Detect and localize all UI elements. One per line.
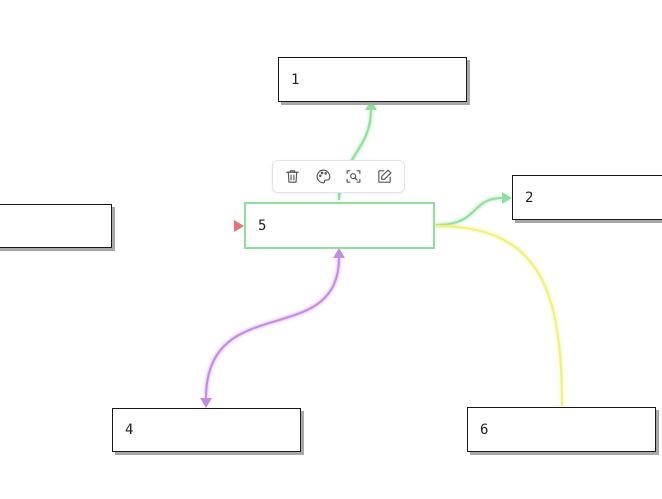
edge-5-to-4[interactable]: [205, 257, 340, 399]
edge-5-to-4-arrowhead-bottom: [200, 398, 212, 408]
trash-icon: [286, 170, 299, 183]
node-label: 2: [525, 189, 534, 206]
node-1[interactable]: 1: [278, 57, 467, 102]
node-6[interactable]: 6: [467, 407, 656, 452]
edge-5-to-2-arrowhead: [502, 192, 512, 204]
node-5-selected[interactable]: 5: [244, 202, 435, 249]
edge-5-to-4-arrowhead-top: [333, 248, 345, 258]
edge-5-to-2[interactable]: [435, 197, 503, 226]
color-button[interactable]: [310, 164, 336, 190]
node-label: 1: [291, 71, 300, 88]
focus-button[interactable]: [341, 164, 367, 190]
node-4[interactable]: 4: [112, 408, 301, 452]
palette-icon: [316, 169, 331, 184]
node-3[interactable]: [0, 204, 112, 248]
edge-5-to-1-arrowhead: [365, 100, 377, 110]
node-toolbar: [272, 160, 405, 193]
delete-button[interactable]: [279, 164, 305, 190]
node-2[interactable]: 2: [512, 175, 662, 220]
node-label: 5: [258, 217, 267, 234]
node-label: 4: [125, 422, 134, 438]
focus-search-icon: [346, 170, 361, 183]
edit-icon: [378, 169, 392, 183]
edge-5-to-6[interactable]: [435, 225, 563, 407]
node-label: 6: [480, 421, 489, 438]
edge-3-to-5-arrowhead: [234, 220, 244, 232]
edit-button[interactable]: [372, 164, 398, 190]
